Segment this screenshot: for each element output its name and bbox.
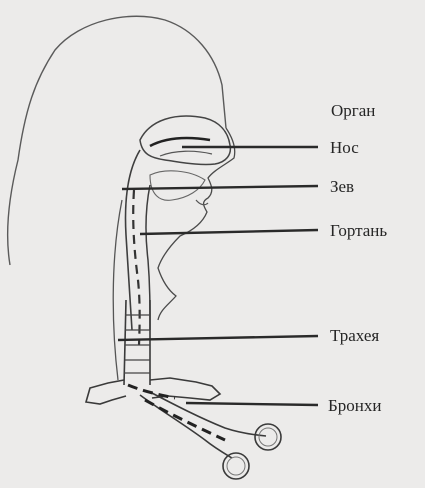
leader-line-trachea (118, 336, 318, 340)
alveolus-lower-inner (227, 457, 245, 475)
face-profile (158, 128, 235, 320)
label-trachea: Трахея (330, 327, 379, 344)
organ-heading: Орган (331, 102, 375, 119)
leader-line-bronchi (186, 403, 318, 405)
alveolus-upper-inner (259, 428, 277, 446)
head-outline (8, 16, 226, 265)
label-bronchi: Бронхи (328, 397, 381, 414)
nasal-concha (150, 138, 210, 146)
leader-line-larynx (140, 230, 318, 234)
label-larynx: Гортань (330, 222, 387, 239)
bronchi-dashes (145, 400, 225, 440)
airway-dashes (133, 190, 139, 345)
trachea-left-wall (124, 300, 126, 385)
left-bronchus (86, 380, 126, 404)
trachea-rings (124, 315, 150, 373)
bronchi-dashes-2 (128, 385, 175, 398)
label-pharynx: Зев (330, 178, 354, 195)
teeth-mark (196, 200, 208, 205)
label-nose: Нос (330, 139, 359, 156)
nasal-concha-lower (160, 151, 212, 156)
oral-cavity (150, 171, 205, 200)
pharynx-back-wall (126, 150, 140, 330)
neck-outline (113, 200, 122, 380)
nasal-cavity (140, 116, 230, 164)
